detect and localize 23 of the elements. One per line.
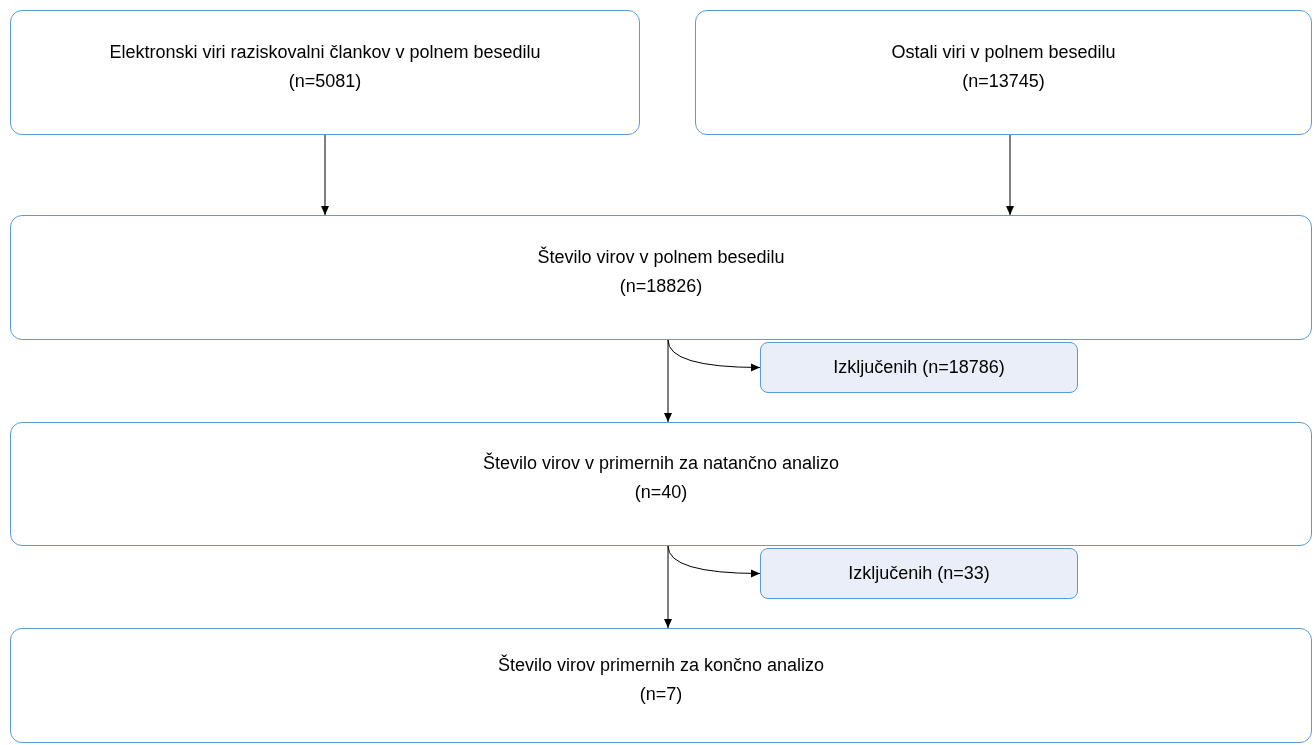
- process-box: [10, 422, 1312, 546]
- process-box: [10, 628, 1312, 743]
- box-label: Izključenih (n=33): [848, 562, 990, 586]
- box-label: Število virov v primernih za natančno analizo: [482, 451, 840, 476]
- process-box: [695, 10, 1312, 135]
- box-label: Število virov primernih za končno analizo: [497, 653, 825, 677]
- arrow: [1006, 134, 1014, 216]
- count-label: (n=18826): [619, 274, 703, 298]
- box-label: Elektronski viri raziskovalni člankov v polnem besedilu: [109, 40, 541, 64]
- count-label: (n=40): [634, 481, 688, 504]
- arrow: [664, 545, 672, 629]
- count-label: (n=13745): [962, 69, 1045, 93]
- exclusion-box: [760, 342, 1078, 393]
- exclusion-box: [760, 548, 1078, 599]
- box-label: Izključenih (n=18786): [833, 356, 1005, 380]
- arrow: [321, 134, 329, 216]
- count-label: (n=7): [639, 682, 683, 706]
- process-box: [10, 215, 1312, 340]
- arrow: [664, 339, 672, 423]
- box-label: Število virov v polnem besedilu: [537, 245, 785, 269]
- process-box: [10, 10, 640, 135]
- box-label: Ostali viri v polnem besedilu: [891, 40, 1116, 64]
- count-label: (n=5081): [288, 69, 362, 93]
